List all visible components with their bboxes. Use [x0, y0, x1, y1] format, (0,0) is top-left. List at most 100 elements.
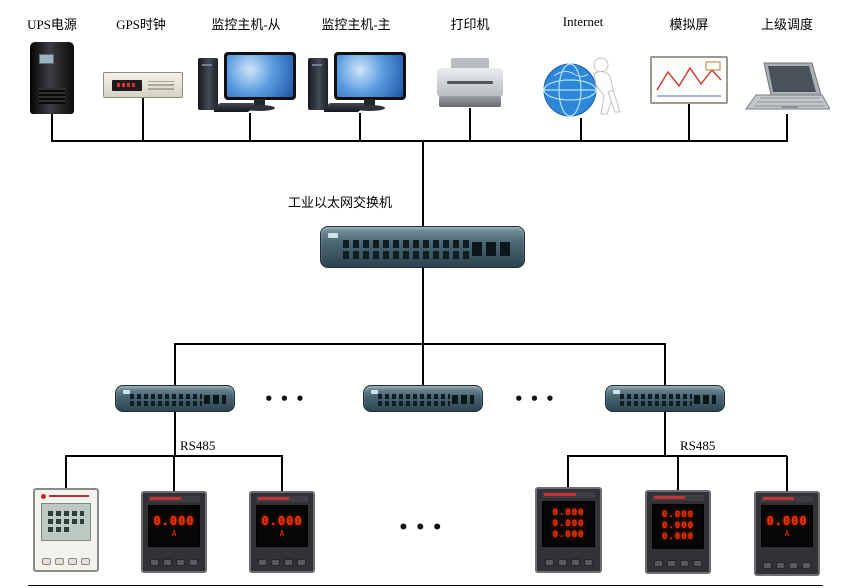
meter-brand-strip [761, 496, 813, 502]
ellipsis-meters-center: ••• [398, 518, 449, 538]
meter-button [557, 559, 567, 566]
device-label-host-master: 监控主机-主 [321, 17, 391, 32]
connector-line [664, 344, 666, 386]
meter-button [693, 560, 702, 567]
switch-port-row [343, 240, 473, 248]
switch-uplink-ports [204, 395, 226, 404]
connector-line [281, 456, 283, 491]
laptop-icon [744, 62, 831, 114]
meter-reading: 0.000 [661, 521, 695, 531]
ellipsis-switches-right: ••• [514, 390, 561, 408]
connector-line [422, 267, 424, 345]
switch-ports [620, 394, 692, 408]
meter-button [271, 559, 280, 566]
switch-ports [343, 240, 473, 262]
device-label-mimic-screen: 模拟屏 [669, 17, 709, 32]
monitor-screen [227, 55, 293, 97]
device-label-ups: UPS电源 [27, 17, 77, 32]
power-meter-led3-icon: 0.000 0.000 0.000 [535, 487, 602, 573]
device-label-host-slave: 监控主机-从 [211, 17, 281, 32]
device-label-gps: GPS时钟 [116, 17, 166, 32]
keyboard [212, 103, 256, 112]
connector-line [51, 114, 53, 142]
meter-button [68, 558, 77, 565]
meter-button [802, 562, 811, 569]
switch-logo [613, 390, 620, 394]
gps-display [112, 80, 142, 91]
connector-line [174, 411, 176, 456]
monitor-screen [337, 55, 403, 97]
meter-lcd-screen [41, 503, 91, 541]
meter-button [654, 560, 663, 567]
meter-reading: 0.000 [552, 529, 585, 540]
sub-switch-2-icon [363, 385, 483, 412]
meter-button [763, 562, 772, 569]
printer-output-slot [447, 81, 493, 84]
meter-buttons [251, 559, 313, 566]
switch-uplink-ports [694, 395, 716, 404]
power-meter-led-icon: 0.000 A [249, 491, 315, 573]
keyboard [322, 103, 366, 112]
connector-line [567, 456, 569, 488]
printer-paper-tray [451, 58, 489, 69]
meter-reading: 0.000 [766, 513, 808, 528]
meter-buttons [35, 558, 97, 565]
switch-uplink-ports [472, 242, 510, 256]
internet-globe-icon [540, 52, 624, 118]
meter-button [150, 559, 159, 566]
printer-icon [437, 58, 503, 108]
connector-line [688, 104, 690, 142]
meter-brand-strip [148, 496, 200, 502]
device-label-internet: Internet [562, 14, 604, 29]
device-label-printer: 打印机 [450, 17, 490, 32]
switch-uplink-ports [452, 395, 474, 404]
switch-port-row [620, 401, 692, 406]
meter-buttons [143, 559, 205, 566]
meter-button [297, 559, 306, 566]
meter-led-screen: 0.000 A [761, 505, 813, 547]
printer-base [439, 96, 501, 107]
connector-line [142, 98, 144, 142]
switch-ports [130, 394, 202, 408]
meter-button [258, 559, 267, 566]
connector-line [359, 113, 361, 142]
meter-buttons [756, 562, 818, 569]
meter-led-screen: 0.000 0.000 0.000 [652, 504, 704, 549]
top-bus-line [51, 140, 788, 142]
meter-led-screen: 0.000 A [148, 505, 200, 547]
ups-screen [39, 54, 54, 64]
meter-reading: 0.000 [661, 532, 695, 542]
connector-line [664, 411, 666, 456]
meter-unit: A [279, 528, 285, 538]
switch-port-row [343, 251, 473, 259]
meter-led-screen: 0.000 A [256, 505, 308, 547]
switch-logo [123, 390, 130, 394]
rs485-label-right: RS485 [680, 438, 716, 453]
sub-switch-3-icon [605, 385, 725, 412]
rs485-label-left: RS485 [180, 438, 216, 453]
meter-unit: A [171, 528, 177, 538]
meter-reading: 0.000 [153, 513, 195, 528]
meter-brand-strip [41, 493, 91, 499]
lcd-digit-row [48, 527, 72, 532]
connector-line [580, 118, 582, 142]
connector-line [422, 141, 424, 227]
meter-reading: 0.000 [261, 513, 303, 528]
main-switch-label: 工业以太网交换机 [288, 195, 393, 210]
meter-button [189, 559, 198, 566]
ups-icon [30, 42, 74, 114]
switch-ports [378, 394, 450, 408]
monitor-base [354, 105, 385, 111]
meter-button [789, 562, 798, 569]
monitor-stand [254, 99, 265, 106]
monitor-frame [334, 52, 406, 100]
meter-button [583, 559, 593, 566]
meter-led-screen: 0.000 0.000 0.000 [542, 501, 595, 547]
connector-line [65, 456, 67, 488]
meter-reading: 0.000 [552, 507, 585, 518]
power-meter-lcd-icon [33, 488, 99, 572]
switch-port-row [620, 394, 692, 399]
meter-buttons [537, 559, 600, 566]
meter-reading: 0.000 [661, 510, 695, 520]
